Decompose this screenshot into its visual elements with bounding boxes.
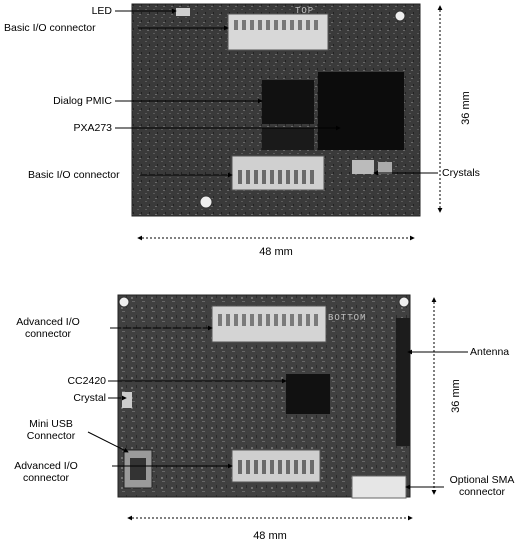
bottom-height-label: 36 mm — [450, 379, 462, 413]
bottom-advanced-io-connector-2 — [231, 449, 321, 483]
pxa273-chip — [318, 72, 404, 150]
crystal-component — [122, 392, 132, 408]
crystals-label: Crystals — [442, 167, 480, 179]
optional-sma-connector-label: Optional SMA connector — [449, 474, 515, 498]
top-board: TOP — [131, 3, 421, 217]
dialog-pmic-label: Dialog PMIC — [53, 95, 112, 107]
bottom-silkscreen: BOTTOM — [328, 313, 366, 323]
bottom-board: BOTTOM — [117, 294, 411, 499]
cc2420-chip — [286, 374, 330, 414]
basic-io-connector-label-2: Basic I/O connector — [28, 169, 120, 181]
led-component — [176, 8, 190, 16]
top-height-label: 36 mm — [460, 91, 472, 125]
basic-io-connector-label-1: Basic I/O connector — [4, 22, 96, 34]
advanced-io-connector-label-2: Advanced I/O connector — [14, 460, 78, 484]
dialog-pmic-chip — [262, 80, 314, 124]
antenna-label: Antenna — [470, 346, 510, 358]
top-silkscreen: TOP — [295, 6, 314, 16]
antenna-component — [396, 318, 410, 446]
bottom-width-label: 48 mm — [253, 530, 287, 542]
crystal-label: Crystal — [73, 392, 106, 404]
pxa273-label: PXA273 — [73, 122, 112, 134]
crystals-component — [352, 160, 374, 174]
top-basic-io-connector-1 — [227, 13, 329, 51]
advanced-io-connector-label-1: Advanced I/O connector — [16, 316, 80, 340]
top-width-label: 48 mm — [259, 246, 293, 258]
led-label: LED — [91, 5, 112, 17]
cc2420-label: CC2420 — [67, 375, 106, 387]
mini-usb-connector-label: Mini USB Connector — [26, 418, 76, 442]
sma-connector-component — [351, 475, 407, 499]
